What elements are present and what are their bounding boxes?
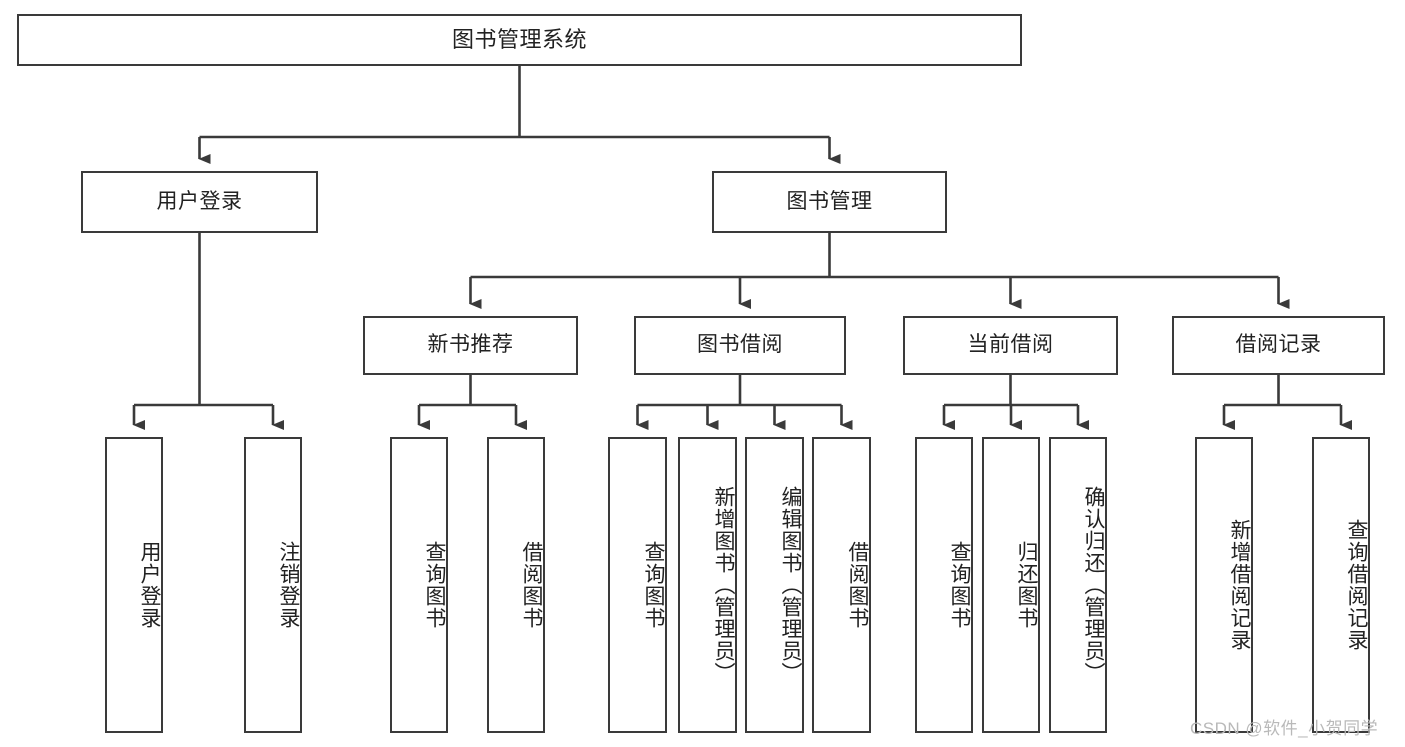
node-leaf-user-logout: 注销登录 <box>244 437 302 733</box>
node-l2-record: 借阅记录 <box>1172 316 1385 375</box>
node-leaf-br-lend: 借阅图书 <box>812 437 871 733</box>
node-label: 查询图书 <box>642 541 665 629</box>
node-leaf-new-borrow: 借阅图书 <box>487 437 545 733</box>
node-leaf-new-query: 查询图书 <box>390 437 448 733</box>
node-label: 新增图书（管理员） <box>712 486 735 684</box>
node-l1-user: 用户登录 <box>81 171 318 233</box>
node-label: 确认归还（管理员） <box>1082 486 1105 684</box>
node-label: 查询图书 <box>423 541 446 629</box>
node-label: 图书管理系统 <box>451 27 587 53</box>
node-leaf-cur-confirm: 确认归还（管理员） <box>1049 437 1107 733</box>
node-l2-current: 当前借阅 <box>903 316 1118 375</box>
node-label: 查询图书 <box>948 541 971 629</box>
node-leaf-rec-add: 新增借阅记录 <box>1195 437 1253 733</box>
node-l2-borrow: 图书借阅 <box>634 316 846 375</box>
node-l2-new: 新书推荐 <box>363 316 578 375</box>
node-leaf-user-login: 用户登录 <box>105 437 163 733</box>
node-label: 图书借阅 <box>697 333 783 357</box>
node-leaf-br-edit: 编辑图书（管理员） <box>745 437 804 733</box>
node-leaf-rec-query: 查询借阅记录 <box>1312 437 1370 733</box>
node-label: 用户登录 <box>156 189 243 213</box>
node-label: 借阅记录 <box>1235 333 1322 357</box>
node-leaf-cur-return: 归还图书 <box>982 437 1040 733</box>
node-label: 借阅图书 <box>520 541 543 629</box>
node-label: 编辑图书（管理员） <box>779 486 802 684</box>
node-label: 查询借阅记录 <box>1345 519 1368 651</box>
node-label: 归还图书 <box>1015 541 1038 629</box>
node-label: 当前借阅 <box>967 333 1054 357</box>
node-root: 图书管理系统 <box>17 14 1022 66</box>
node-label: 注销登录 <box>277 541 300 629</box>
node-leaf-cur-query: 查询图书 <box>915 437 973 733</box>
node-label: 新增借阅记录 <box>1228 519 1251 651</box>
node-label: 新书推荐 <box>427 333 514 357</box>
csdn-watermark: CSDN @软件_小贺同学 <box>1190 719 1379 738</box>
node-leaf-br-query: 查询图书 <box>608 437 667 733</box>
node-label: 借阅图书 <box>846 541 869 629</box>
node-label: 用户登录 <box>138 541 161 629</box>
node-l1-book: 图书管理 <box>712 171 947 233</box>
node-label: 图书管理 <box>786 189 873 213</box>
node-leaf-br-add: 新增图书（管理员） <box>678 437 737 733</box>
